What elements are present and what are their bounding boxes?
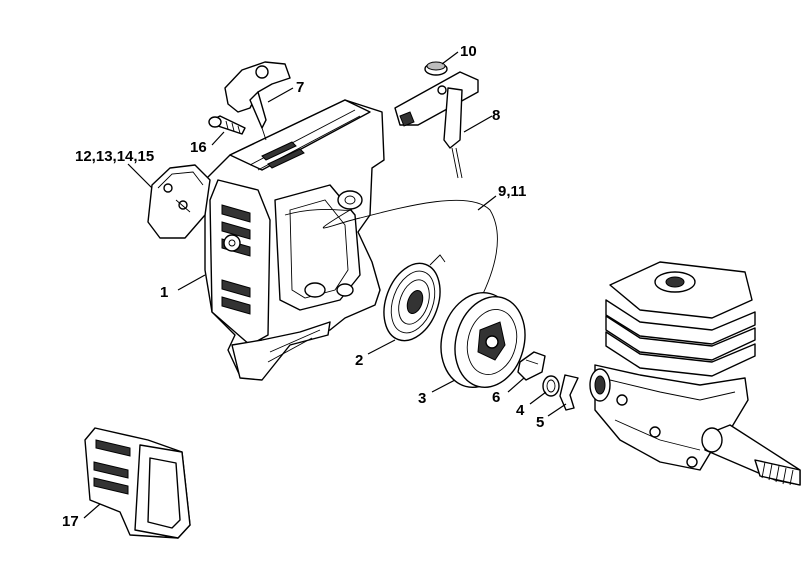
rewind-spring-part bbox=[383, 254, 446, 342]
callout-16: 16 bbox=[190, 139, 207, 156]
callout-1: 1 bbox=[160, 284, 168, 301]
leader-line-3 bbox=[431, 379, 456, 393]
spring-clip-part bbox=[559, 374, 579, 411]
leader-line-7 bbox=[267, 87, 294, 103]
rope-rotor-part bbox=[440, 292, 526, 388]
engine-cylinder-part bbox=[589, 261, 801, 486]
air-filter-part bbox=[84, 427, 191, 539]
leader-line-2 bbox=[367, 339, 396, 355]
starter-rope-part bbox=[284, 199, 498, 301]
leader-line-5 bbox=[547, 403, 567, 417]
plate-part bbox=[147, 164, 211, 239]
callout-5: 5 bbox=[536, 414, 544, 431]
fan-housing-part bbox=[204, 99, 385, 381]
washer-part bbox=[542, 375, 560, 397]
leader-line-8 bbox=[463, 115, 493, 133]
callout-8: 8 bbox=[492, 107, 500, 124]
leader-line-10 bbox=[441, 51, 459, 65]
leader-line-4 bbox=[529, 391, 547, 405]
screw-part bbox=[208, 115, 246, 135]
leader-line-1 bbox=[177, 274, 206, 291]
callout-17: 17 bbox=[62, 513, 79, 530]
leader-line-6 bbox=[507, 377, 525, 393]
leader-line-12-15 bbox=[127, 163, 153, 189]
callout-9-11: 9,11 bbox=[498, 183, 526, 200]
callout-4: 4 bbox=[516, 402, 525, 419]
callout-2: 2 bbox=[355, 352, 363, 369]
callout-3: 3 bbox=[418, 390, 426, 407]
pawl-part bbox=[517, 351, 546, 381]
leader-line-17 bbox=[83, 503, 101, 519]
starter-grip-part bbox=[224, 61, 291, 141]
leader-line-16 bbox=[211, 131, 225, 146]
callout-10: 10 bbox=[460, 43, 477, 60]
leader-line-9-11 bbox=[477, 195, 497, 211]
t-handle-part bbox=[394, 71, 479, 179]
callout-12-15: 12,13,14,15 bbox=[75, 148, 154, 165]
callout-6: 6 bbox=[492, 389, 500, 406]
cap-part bbox=[424, 61, 448, 76]
callout-labels: 1 2 3 4 5 6 7 8 9,11 10 12,13,14,15 16 1… bbox=[62, 43, 544, 530]
leader-lines bbox=[83, 51, 567, 519]
callout-7: 7 bbox=[296, 79, 304, 96]
